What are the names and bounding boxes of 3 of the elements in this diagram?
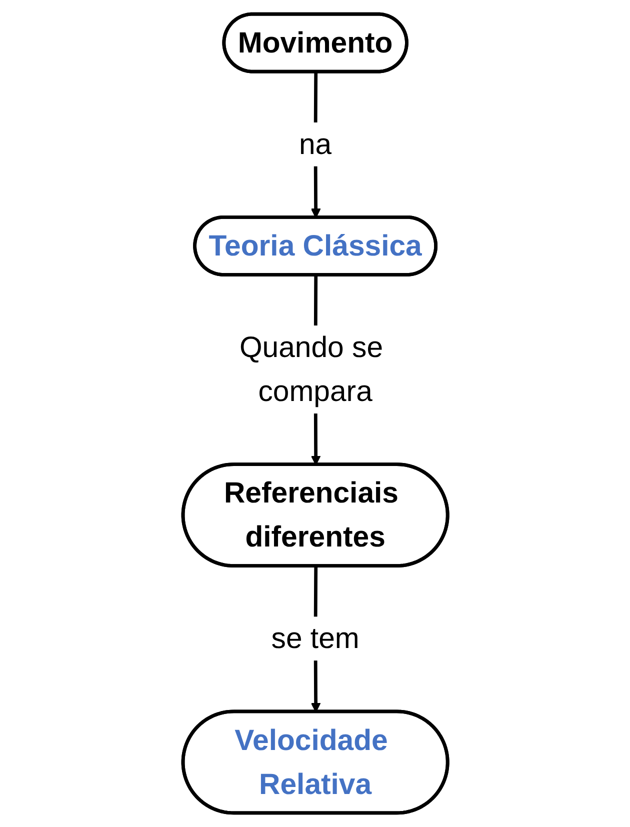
edge-label: na <box>298 126 332 161</box>
edge-label: se tem <box>270 621 360 655</box>
edge-label: Quando se compara <box>239 330 383 408</box>
